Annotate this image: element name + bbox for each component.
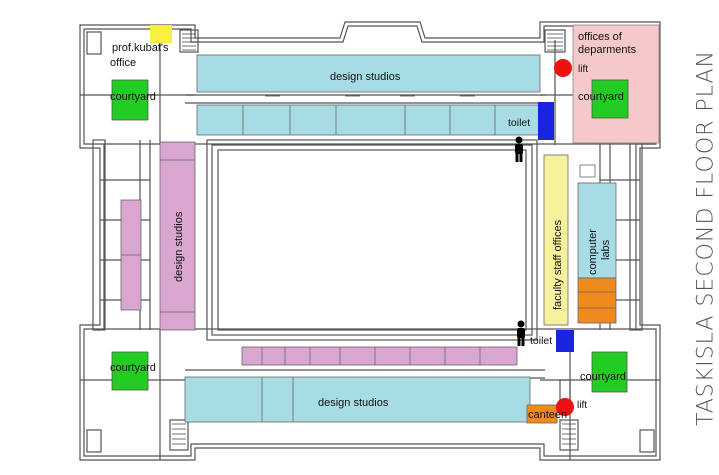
design-studios-top-label: design studios — [330, 71, 401, 83]
stair-hatching — [172, 33, 576, 445]
computer-labs-label-1: computer — [587, 229, 599, 275]
design-studios-left-label: design studios — [173, 211, 185, 282]
design-studios-bottom-label: design studios — [318, 397, 389, 409]
courtyard-bl — [111, 351, 149, 391]
design-studios-top — [196, 54, 541, 136]
canteen-label: canteen — [528, 409, 567, 421]
faculty-label: faculty staff offices — [552, 219, 564, 310]
toilet-label-top: toilet — [508, 117, 530, 129]
offices-label-2: deparments — [578, 44, 637, 56]
courtyard-label-br: courtyard — [580, 371, 626, 383]
design-studios-left — [120, 141, 196, 331]
courtyard-label-tr: courtyard — [578, 91, 624, 103]
page-title: TASKISLA SECOND FLOOR PLAN — [693, 50, 719, 426]
person-icon — [515, 136, 523, 162]
courtyard-tl — [111, 79, 149, 121]
courtyard-label-tl: courtyard — [110, 91, 156, 103]
faculty-staff-offices — [543, 154, 569, 326]
design-studios-bottom — [184, 376, 531, 423]
canteen-room — [526, 404, 558, 424]
offices-label-1: offices of — [578, 31, 623, 43]
courtyard-label-bl: courtyard — [110, 362, 156, 374]
purple-rooms-bottom — [241, 346, 518, 366]
lift-top — [554, 59, 572, 77]
courtyard-br — [591, 351, 628, 393]
computer-labs-label-2: labs — [600, 239, 612, 260]
lift-label-top: lift — [578, 64, 588, 75]
computer-labs — [577, 164, 617, 324]
lift-bottom — [556, 398, 574, 416]
building-outline — [79, 21, 661, 461]
courtyard-tr — [591, 79, 629, 119]
prof-office-marker — [150, 25, 172, 43]
prof-office-label-2: office — [110, 57, 136, 69]
toilet-bottom — [556, 330, 574, 352]
person-icon — [517, 320, 525, 346]
toilet-top — [538, 102, 554, 140]
lift-label-bottom: lift — [577, 400, 587, 411]
toilet-label-bottom: toilet — [530, 335, 552, 347]
prof-office-label-1: prof.kubat's — [112, 42, 169, 54]
